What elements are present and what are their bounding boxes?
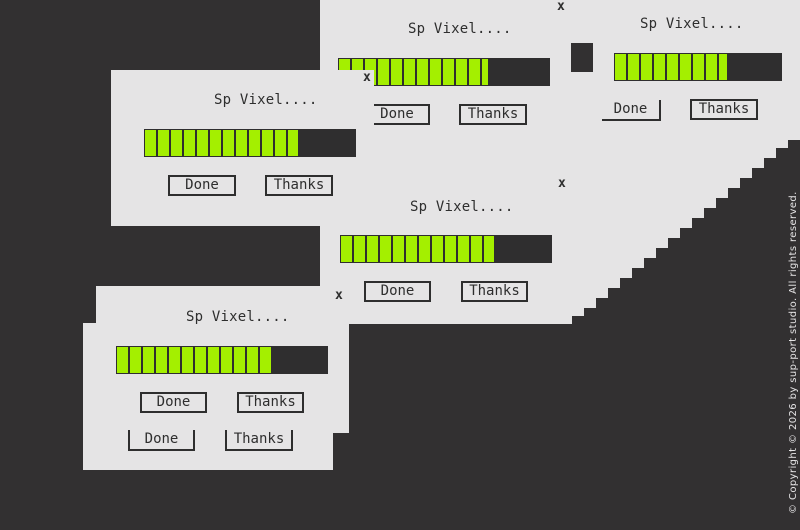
thanks-button[interactable]: Thanks [461, 281, 528, 302]
close-icon[interactable]: x [558, 176, 566, 191]
dialog-title: Sp Vixel.... [408, 21, 512, 37]
thanks-button[interactable]: Thanks [690, 99, 758, 120]
done-button[interactable]: Done [364, 281, 431, 302]
progress-fill [144, 129, 299, 157]
decorative-square [571, 43, 593, 72]
done-button[interactable]: Done [128, 430, 195, 451]
progress-bar [144, 129, 356, 157]
dialog-window-middle-left: Sp Vixel.... Done Thanks [111, 70, 374, 226]
close-icon[interactable]: x [335, 288, 343, 303]
done-button[interactable]: Done [602, 100, 661, 121]
dialog-window-bottom-left: Sp Vixel.... Done Thanks [96, 286, 349, 433]
dialog-title: Sp Vixel.... [640, 16, 744, 32]
dialog-window-top-right: Sp Vixel.... Done Thanks [600, 0, 800, 130]
progress-bar [116, 346, 328, 374]
dialog-window-center: Sp Vixel.... Done Thanks [330, 180, 580, 320]
dialog-title: Sp Vixel.... [410, 199, 514, 215]
dialog-title: Sp Vixel.... [186, 309, 290, 325]
progress-fill [116, 346, 273, 374]
progress-fill [614, 53, 729, 81]
done-button[interactable]: Done [140, 392, 207, 413]
progress-fill [340, 235, 495, 263]
close-icon[interactable]: x [557, 0, 565, 14]
dialog-window-bottom-partial [83, 433, 333, 470]
dialog-window-top: Sp Vixel.... Done Thanks [330, 0, 580, 140]
progress-bar [340, 235, 552, 263]
dialog-window-middle-left-tab [123, 70, 363, 80]
dialog-title: Sp Vixel.... [214, 92, 318, 108]
thanks-button[interactable]: Thanks [459, 104, 527, 125]
thanks-button[interactable]: Thanks [225, 430, 293, 451]
copyright-text: © Copyright © 2026 by sup-port studio. A… [788, 191, 799, 514]
close-icon[interactable]: x [363, 70, 371, 85]
done-button[interactable]: Done [168, 175, 236, 196]
progress-bar [614, 53, 782, 81]
thanks-button[interactable]: Thanks [237, 392, 304, 413]
dialog-window-bottom-partial-edge [83, 323, 97, 438]
thanks-button[interactable]: Thanks [265, 175, 333, 196]
